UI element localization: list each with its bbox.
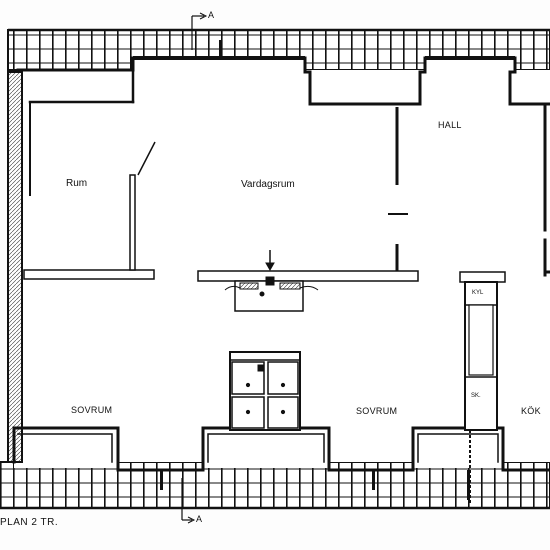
roof-posts — [133, 40, 515, 500]
room-label-kyl: KYL — [472, 290, 484, 296]
fireplace-detail — [224, 250, 319, 312]
room-label-hall: HALL — [438, 120, 462, 130]
cabinet-cluster — [229, 351, 301, 431]
room-label-sovrum-middle: SOVRUM — [356, 406, 398, 416]
plan-caption: PLAN 2 TR. — [0, 517, 59, 528]
erased-patch — [88, 113, 174, 135]
section-marker-top — [191, 12, 208, 50]
room-label-vardagsrum: Vardagsrum — [241, 179, 295, 190]
interior-walls — [23, 107, 550, 505]
section-letter-top: A — [208, 10, 215, 20]
room-label-rum: Rum — [66, 178, 88, 189]
section-letter-bottom: A — [196, 514, 203, 524]
room-label-kok: KÖK — [521, 406, 541, 416]
room-label-sovrum-left: SOVRUM — [71, 405, 113, 415]
room-label-sk: SK. — [471, 393, 481, 399]
section-marker-bottom — [181, 478, 196, 524]
exterior-walls — [7, 56, 550, 472]
